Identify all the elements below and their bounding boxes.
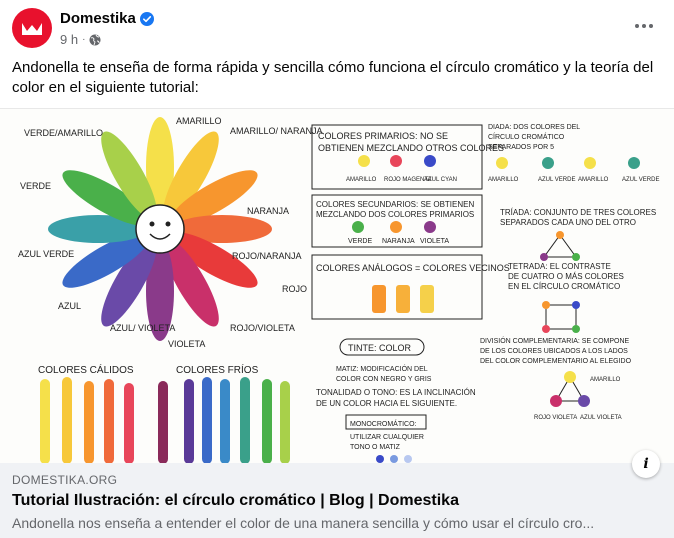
secondary-green: VERDE bbox=[348, 238, 372, 245]
wheel-label-green-yellow: VERDE/AMARILLO bbox=[24, 128, 103, 138]
primary-blue: AZUL CYAN bbox=[424, 177, 457, 183]
post-image[interactable]: AMARILLO AMARILLO/ NARANJA NARANJA ROJO/… bbox=[0, 108, 674, 463]
monochrome-text-2: TONO O MATIZ bbox=[350, 444, 401, 451]
shade-label: MATIZ: MODIFICACIÓN DEL bbox=[336, 364, 428, 373]
tone-label: TONALIDAD O TONO: ES LA INCLINACIÓN bbox=[316, 388, 476, 397]
globe-icon[interactable] bbox=[89, 34, 101, 46]
dyad-title-3: SEPARADOS POR 5 bbox=[488, 144, 554, 151]
color-theory-illustration: AMARILLO AMARILLO/ NARANJA NARANJA ROJO/… bbox=[18, 116, 659, 463]
link-domain: DOMESTIKA.ORG bbox=[12, 473, 118, 487]
cool-pencils bbox=[158, 377, 290, 463]
link-preview-card[interactable]: DOMESTIKA.ORG Tutorial Ilustración: el c… bbox=[0, 463, 674, 538]
wheel-label-yellow-orange: AMARILLO/ NARANJA bbox=[230, 126, 323, 136]
split-item-1: AMARILLO bbox=[590, 377, 621, 383]
wheel-label-yellow: AMARILLO bbox=[176, 116, 222, 126]
split-complementary-title-3: DEL COLOR COMPLEMENTARIO AL ELEGIDO bbox=[480, 358, 632, 365]
link-title[interactable]: Tutorial Ilustración: el círculo cromáti… bbox=[12, 492, 459, 509]
primary-red: ROJO MAGENTA bbox=[384, 177, 432, 183]
post-time[interactable]: 9 h bbox=[60, 32, 79, 47]
primaries-title-2: OBTIENEN MEZCLANDO OTROS COLORES bbox=[318, 143, 504, 153]
wheel-label-blue-violet: AZUL/ VIOLETA bbox=[110, 323, 175, 333]
secondaries-title: COLORES SECUNDARIOS: SE OBTIENEN bbox=[316, 200, 474, 209]
dyad-title: DIADA: DOS COLORES DEL bbox=[488, 124, 580, 131]
dyad-title-2: CÍRCULO CROMÁTICO bbox=[488, 132, 565, 141]
secondary-orange: NARANJA bbox=[382, 238, 415, 245]
author-name[interactable]: Domestika bbox=[60, 10, 154, 27]
author-name-text: Domestika bbox=[60, 10, 136, 27]
tetrad-title-3: EN EL CÍRCULO CROMÁTICO bbox=[508, 282, 620, 291]
dyad-item-3: AMARILLO bbox=[578, 177, 609, 183]
more-options-button[interactable] bbox=[630, 14, 658, 38]
color-wheel bbox=[48, 117, 272, 341]
primaries-title: COLORES PRIMARIOS: NO SE bbox=[318, 131, 448, 141]
tone-label-2: DE UN COLOR HACIA EL SIGUIENTE. bbox=[316, 399, 457, 408]
warm-colors-label: COLORES CÁLIDOS bbox=[38, 363, 134, 376]
page-avatar[interactable] bbox=[12, 8, 52, 48]
tint-label: TINTE: COLOR bbox=[348, 343, 412, 353]
monochrome-text: UTILIZAR CUALQUIER bbox=[350, 434, 424, 441]
secondary-violet: VIOLETA bbox=[420, 238, 449, 245]
primary-yellow: AMARILLO bbox=[346, 177, 377, 183]
split-item-2: ROJO VIOLETA bbox=[534, 415, 577, 421]
wheel-label-orange: NARANJA bbox=[247, 206, 289, 216]
info-button[interactable]: i bbox=[632, 450, 660, 478]
tetrad-title: TETRADA: EL CONTRASTE bbox=[508, 262, 611, 271]
shade-label-2: COLOR CON NEGRO Y GRIS bbox=[336, 376, 432, 383]
wheel-label-red-orange: ROJO/NARANJA bbox=[232, 251, 302, 261]
dyad-item-2: AZUL VERDE bbox=[538, 177, 575, 183]
more-dots-icon bbox=[635, 24, 653, 28]
split-item-3: AZUL VIOLETA bbox=[580, 415, 622, 421]
domestika-logo-icon bbox=[22, 23, 42, 35]
dyad-item-4: AZUL VERDE bbox=[622, 177, 659, 183]
post-meta: 9 h · bbox=[60, 32, 101, 47]
verified-badge-icon bbox=[139, 11, 154, 26]
triad-title-2: SEPARADOS CADA UNO DEL OTRO bbox=[500, 218, 636, 227]
analogous-title: COLORES ANÁLOGOS = COLORES VECINOS bbox=[316, 263, 510, 273]
tetrad-title-2: DE CUATRO O MÁS COLORES bbox=[508, 272, 624, 281]
link-description: Andonella nos enseña a entender el color… bbox=[12, 515, 595, 531]
wheel-label-red: ROJO bbox=[282, 284, 307, 294]
post-header: Domestika 9 h · bbox=[12, 8, 662, 52]
post-text: Andonella te enseña de forma rápida y se… bbox=[12, 59, 654, 96]
warm-pencils bbox=[40, 377, 134, 463]
wheel-label-violet: VIOLETA bbox=[168, 339, 205, 349]
cool-colors-label: COLORES FRÍOS bbox=[176, 363, 259, 376]
wheel-label-blue-green: AZUL VERDE bbox=[18, 249, 74, 259]
split-complementary-title: DIVISIÓN COMPLEMENTARIA: SE COMPONE bbox=[480, 336, 630, 345]
wheel-label-red-violet: ROJO/VIOLETA bbox=[230, 323, 295, 333]
triad-title: TRÍADA: CONJUNTO DE TRES COLORES bbox=[500, 208, 656, 217]
wheel-label-green: VERDE bbox=[20, 181, 51, 191]
split-complementary-title-2: DE LOS COLORES UBICADOS A LOS LADOS bbox=[480, 348, 628, 355]
secondaries-title-2: MEZCLANDO DOS COLORES PRIMARIOS bbox=[316, 210, 474, 219]
wheel-label-blue: AZUL bbox=[58, 301, 81, 311]
dyad-item-1: AMARILLO bbox=[488, 177, 519, 183]
monochrome-title: MONOCROMÁTICO: bbox=[350, 419, 417, 428]
meta-separator: · bbox=[82, 34, 86, 45]
